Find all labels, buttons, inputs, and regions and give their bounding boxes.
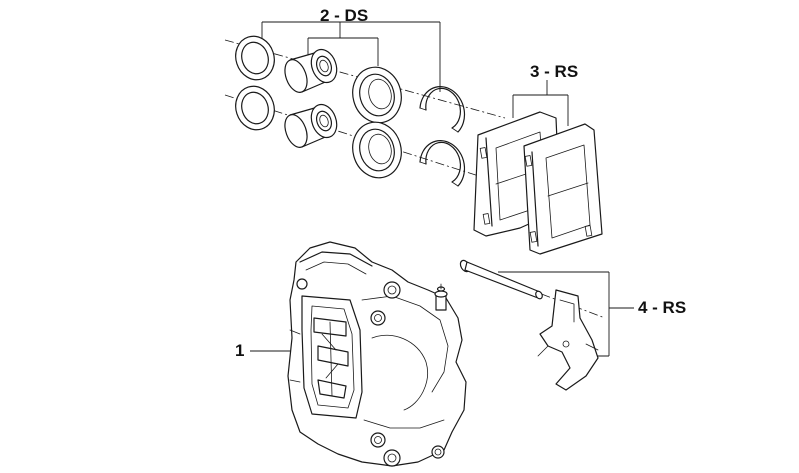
piston-seal-upper xyxy=(352,66,402,124)
spring-clip xyxy=(537,289,599,391)
retaining-ring-upper xyxy=(419,86,466,133)
dust-seal-lower xyxy=(235,85,275,131)
guide-pin xyxy=(459,259,606,319)
callout-label-1: 1 xyxy=(235,341,244,360)
callout-label-4: 4 - RS xyxy=(638,298,686,317)
piston-lower xyxy=(284,103,338,148)
caliper-housing xyxy=(287,241,467,467)
callout-label-2: 2 - DS xyxy=(320,6,368,25)
piston-seal-lower xyxy=(352,121,402,179)
retaining-ring-lower xyxy=(419,140,466,187)
caliper-bolts xyxy=(296,278,445,467)
callout-label-3: 3 - RS xyxy=(530,62,578,81)
dust-seal-upper xyxy=(235,35,275,81)
brake-pad-front xyxy=(523,123,603,255)
callout-bracket-3 xyxy=(512,80,569,126)
piston-upper xyxy=(284,48,338,93)
